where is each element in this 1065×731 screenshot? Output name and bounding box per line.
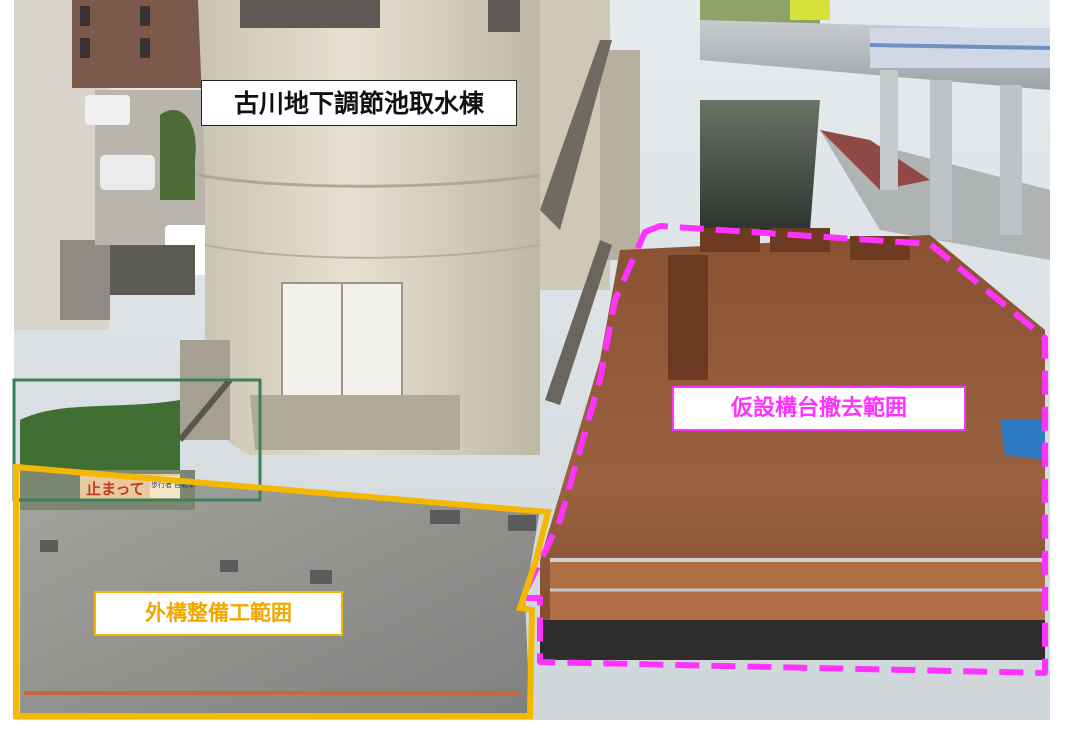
solid-boundary-icon [13,463,552,719]
pier-removal-boundary [519,223,1048,676]
sign-stop-text: 止まって [86,480,145,498]
left-buildings [14,0,220,330]
river-and-viaduct [700,0,1051,260]
sign-pedestrian-text: 歩行者 自転車 [151,480,195,489]
temporary-pier-deck [540,228,1045,660]
exterior-works-boundary [13,463,552,719]
exterior-works-label: 外構整備工範囲 [94,591,343,636]
dashed-boundary-icon [519,223,1048,676]
temporary-pier-removal-label: 仮設構台撤去範囲 [672,386,966,431]
intake-building-label: 古川地下調節池取水棟 [201,80,517,126]
